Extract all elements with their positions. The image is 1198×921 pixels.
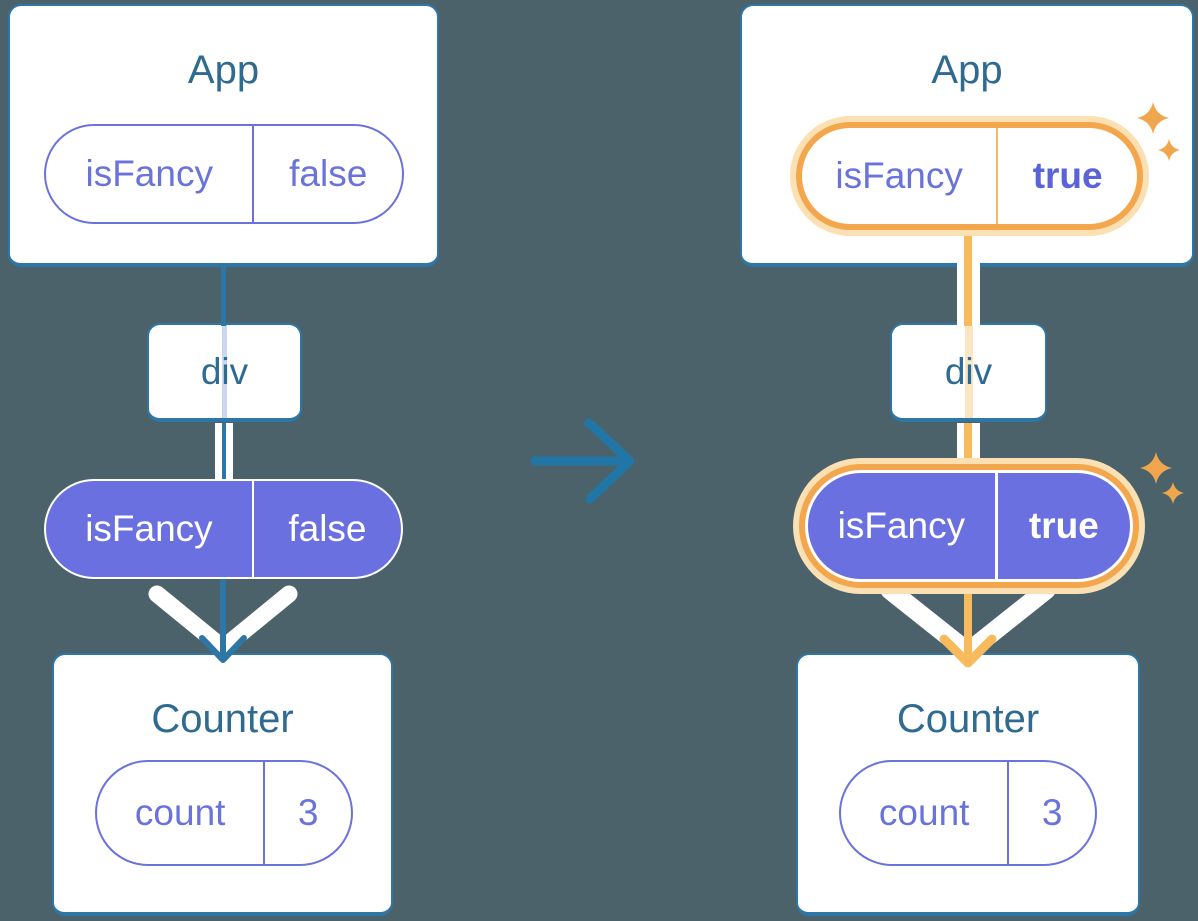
before-app-to-div-line bbox=[220, 265, 226, 326]
state-value-label: false bbox=[252, 126, 402, 222]
before-line-through-div bbox=[222, 325, 227, 418]
after-line-through-div bbox=[964, 325, 973, 418]
after-pass-down-arrow-icon bbox=[880, 574, 1056, 668]
before-div-label: div bbox=[200, 350, 249, 392]
prop-value-label: false bbox=[251, 481, 401, 577]
state-value-label: true bbox=[996, 128, 1137, 224]
after-prop-pill-inner: isFancy true bbox=[808, 473, 1130, 579]
before-div-card: div bbox=[147, 323, 302, 422]
prop-name-label: isFancy bbox=[85, 508, 213, 549]
after-div-label: div bbox=[944, 350, 993, 392]
sparkles-icon bbox=[1137, 102, 1180, 161]
after-app-to-div-line bbox=[956, 232, 980, 326]
before-app-title: App bbox=[187, 48, 260, 92]
state-value-label: 3 bbox=[263, 762, 351, 864]
before-app-state-pill: isFancy false bbox=[44, 124, 404, 224]
state-name-label: isFancy bbox=[85, 153, 213, 194]
state-name-label: count bbox=[878, 792, 970, 833]
before-counter-title: Counter bbox=[151, 697, 294, 741]
before-counter-state-pill: count 3 bbox=[95, 760, 353, 866]
after-counter-state-pill: count 3 bbox=[839, 760, 1097, 866]
before-div-to-prop-line bbox=[214, 423, 233, 481]
before-prop-pill: isFancy false bbox=[44, 479, 403, 579]
after-div-to-prop-line bbox=[956, 423, 980, 481]
sparkles-icon bbox=[1140, 452, 1184, 504]
after-prop-pill: isFancy true bbox=[799, 464, 1139, 588]
before-pass-down-arrow-icon bbox=[148, 575, 298, 663]
prop-value-label: true bbox=[994, 473, 1130, 579]
transition-arrow-icon bbox=[530, 418, 635, 504]
after-div-card: div bbox=[890, 323, 1047, 422]
after-app-state-pill: isFancy true bbox=[796, 122, 1143, 230]
state-name-label: count bbox=[134, 792, 226, 833]
state-name-label: isFancy bbox=[835, 155, 963, 196]
after-counter-title: Counter bbox=[896, 697, 1040, 741]
state-value-label: 3 bbox=[1007, 762, 1095, 864]
after-app-title: App bbox=[931, 48, 1003, 92]
prop-name-label: isFancy bbox=[837, 505, 966, 546]
